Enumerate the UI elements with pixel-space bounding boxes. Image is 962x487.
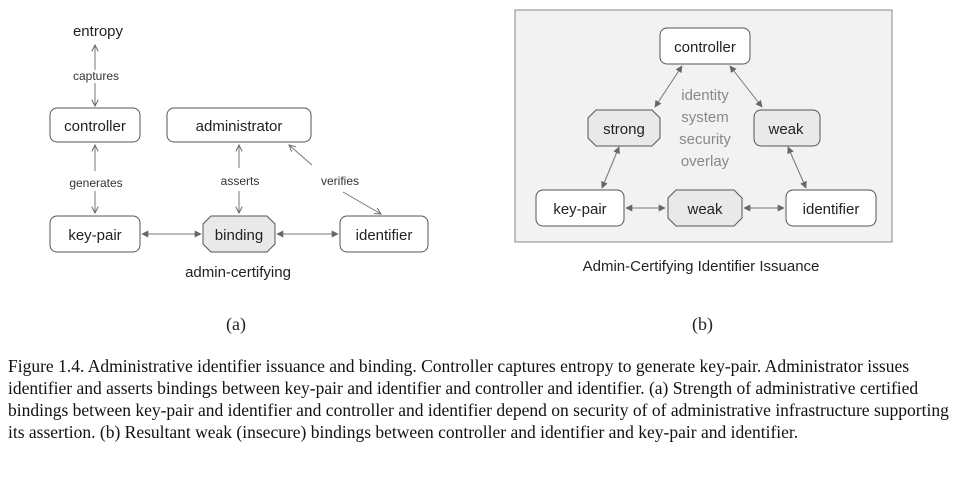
overlay-label: identity system security overlay [679,87,731,170]
edge-verifies-identifier [342,191,381,214]
panel-a-footer: admin-certifying [185,264,291,281]
svg-text:identity: identity [681,87,729,104]
node-binding: binding [202,215,276,253]
edge-weak-identifier [787,146,807,189]
svg-text:security: security [679,131,731,148]
node-key-pair: key-pair [49,215,141,253]
panel-b-title: Admin-Certifying Identifier Issuance [583,258,820,275]
edge-strong-keypair [601,146,620,189]
svg-text:system: system [681,109,729,126]
svg-text:identifier: identifier [803,201,860,218]
node-b-key-pair: key-pair [535,189,625,227]
panel-a: entropy controller administrator key-pai… [49,23,429,281]
svg-text:weak: weak [686,201,723,218]
svg-text:key-pair: key-pair [68,227,121,244]
svg-text:key-pair: key-pair [553,201,606,218]
label-generates: generates [69,176,122,190]
panel-a-sublabel: (a) [226,314,246,334]
svg-text:overlay: overlay [681,153,730,170]
figure-diagram: entropy controller administrator key-pai… [49,9,893,281]
svg-text:identifier: identifier [356,227,413,244]
edge-controller-weak [729,65,763,108]
label-verifies: verifies [321,174,359,188]
node-identifier: identifier [339,215,429,253]
panel-b: controller strong weak key-pair weak ide… [514,9,893,275]
node-b-strong: strong [587,109,661,147]
node-b-weak-right: weak [753,109,821,147]
node-controller: controller [49,107,141,143]
edge-verifies-admin [289,145,313,166]
svg-text:binding: binding [215,227,263,244]
label-asserts: asserts [221,174,260,188]
node-b-weak-bottom: weak [667,189,743,227]
svg-text:strong: strong [603,121,645,138]
node-b-controller: controller [659,27,751,65]
svg-text:weak: weak [767,121,804,138]
figure-caption: Figure 1.4. Administrative identifier is… [8,356,949,442]
svg-text:controller: controller [674,39,736,56]
node-entropy: entropy [73,23,124,40]
svg-text:controller: controller [64,118,126,135]
panel-b-sublabel: (b) [692,314,713,334]
svg-text:administrator: administrator [196,118,283,135]
edge-controller-strong [654,65,683,108]
node-administrator: administrator [166,107,312,143]
label-captures: captures [73,69,119,83]
node-b-identifier: identifier [785,189,877,227]
